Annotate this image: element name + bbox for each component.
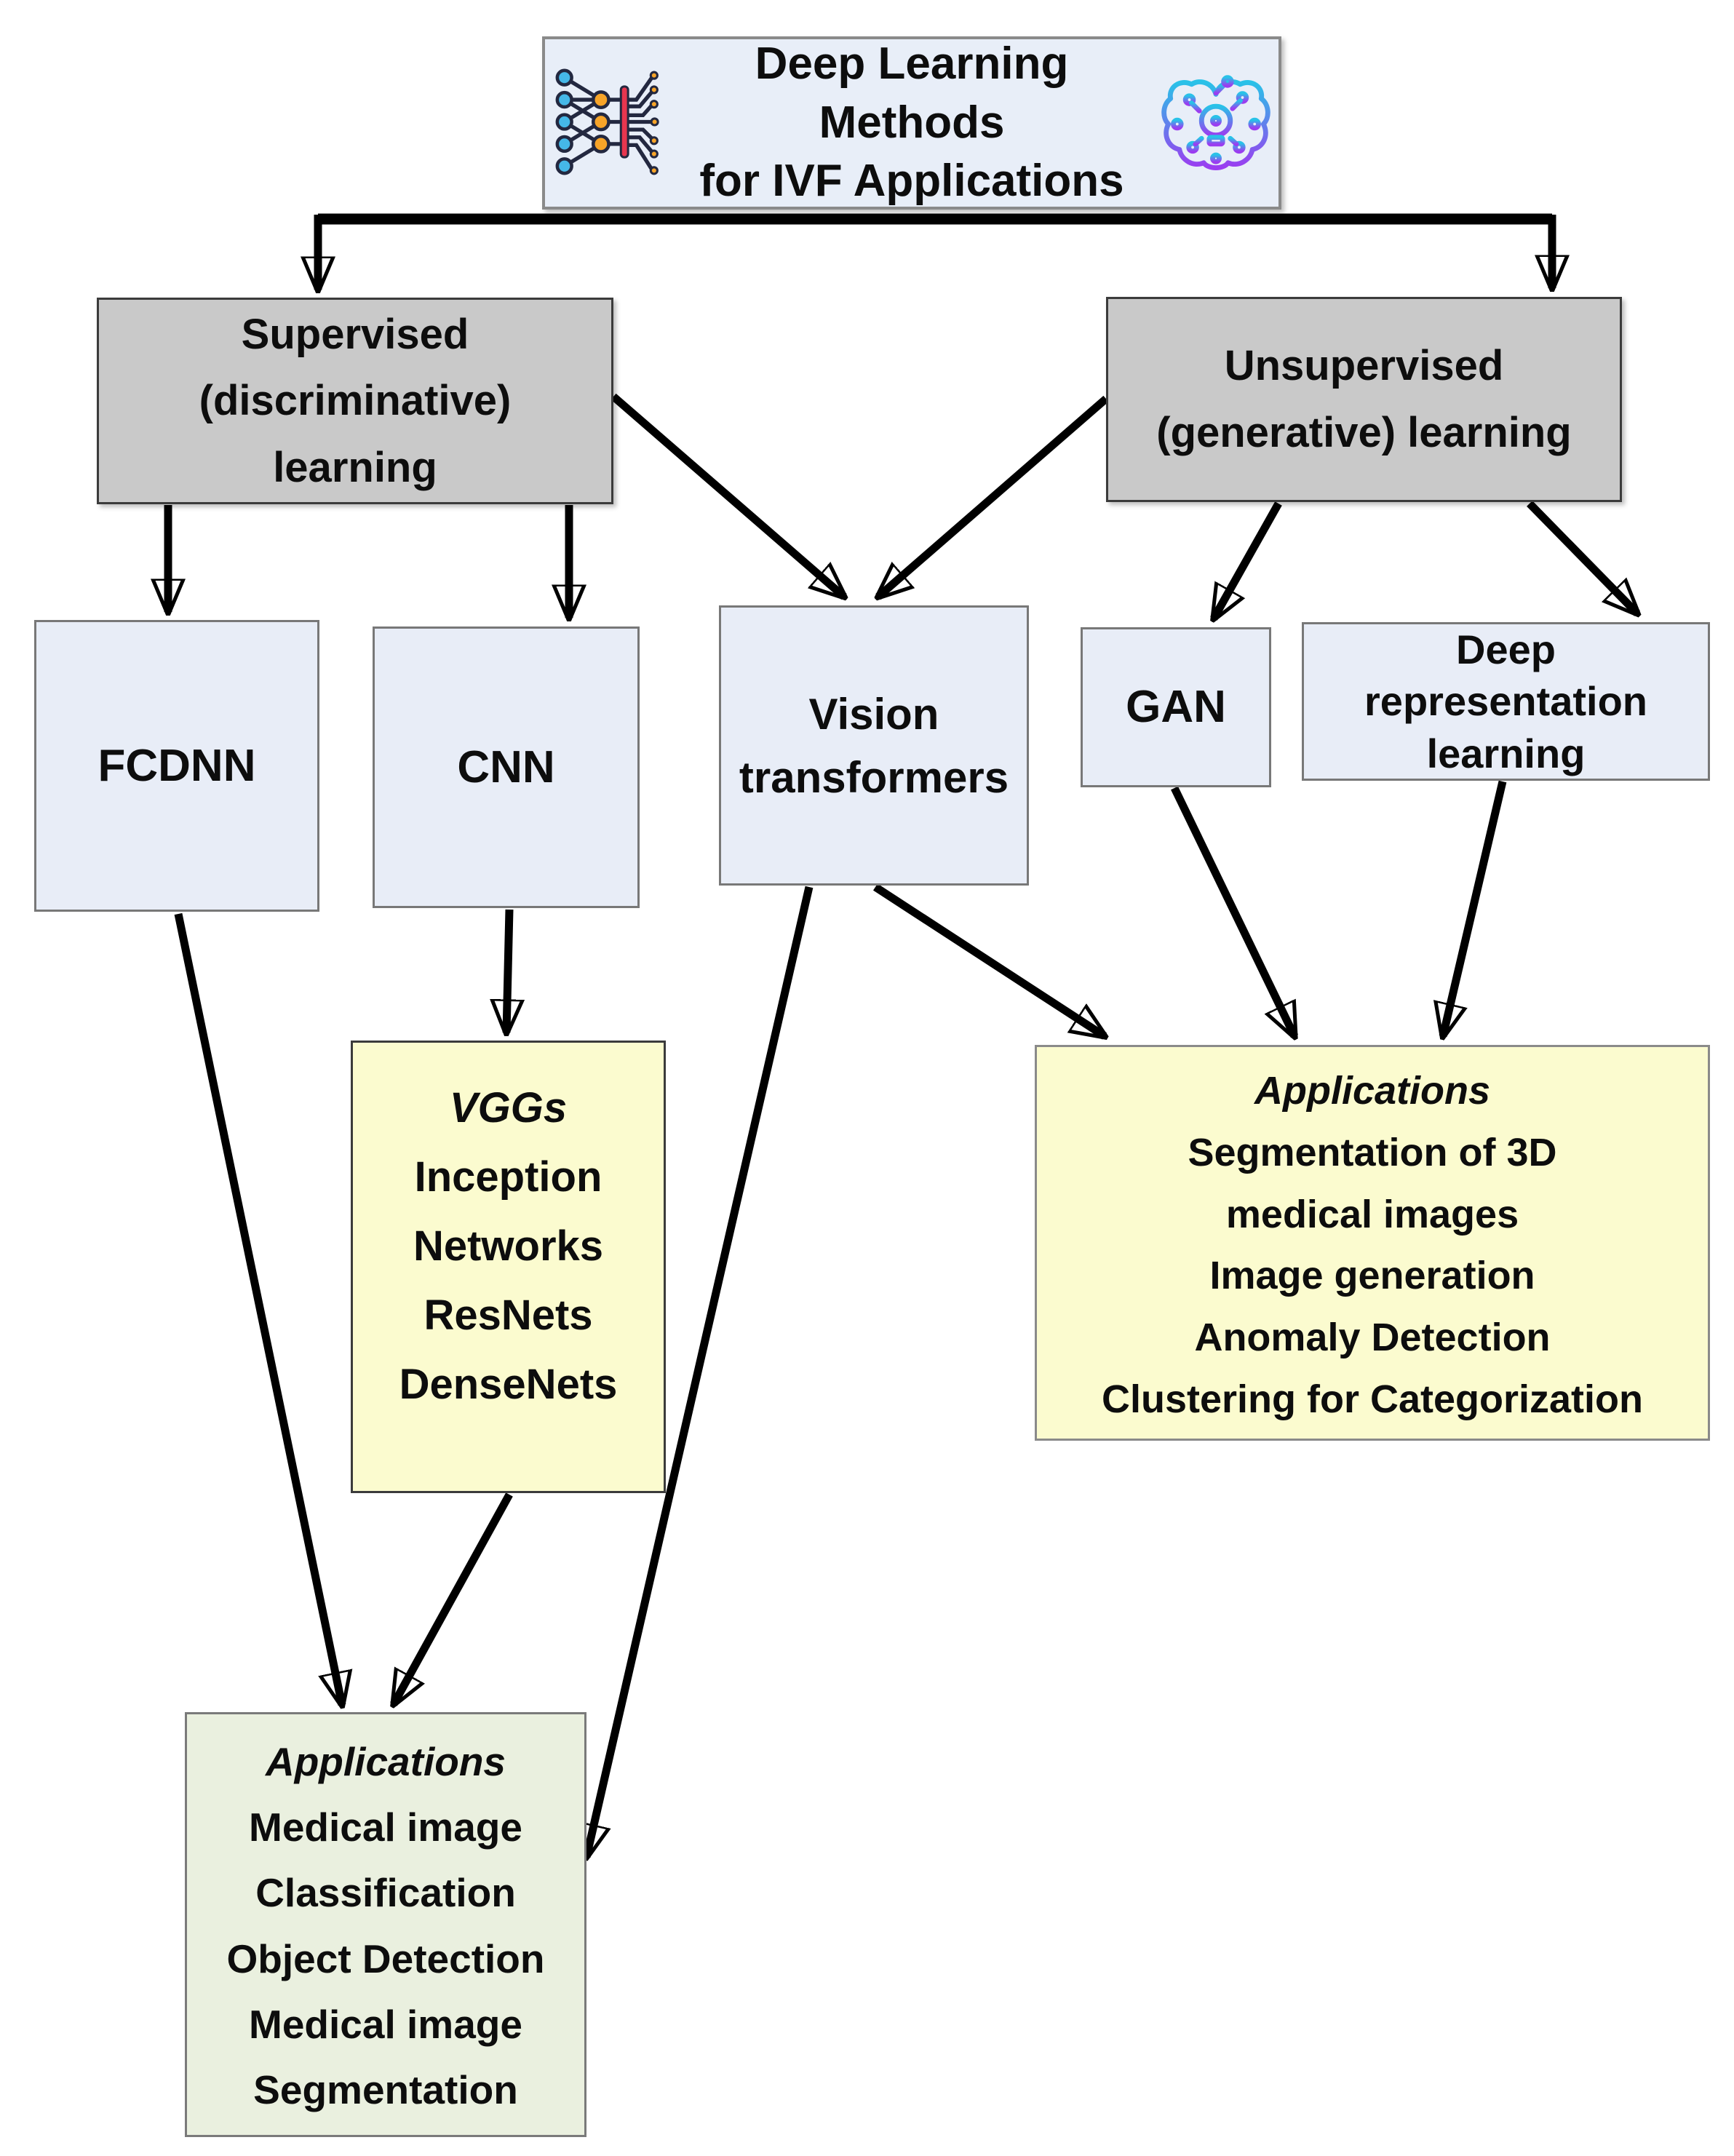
gan-label: GAN: [1126, 682, 1226, 733]
node-cnn-architectures: VGGs Inception Networks ResNets DenseNet…: [351, 1041, 666, 1493]
generative-applications-item: medical images: [1225, 1192, 1519, 1236]
arrow-architectures-to-green-applications: [394, 1492, 513, 1704]
discriminative-applications-item: Classification: [255, 1870, 516, 1916]
node-fcdnn: FCDNN: [34, 620, 319, 912]
title-line-1: Deep Learning Methods: [755, 39, 1069, 148]
arrow-fcdnn-to-green-applications: [174, 912, 342, 1705]
arrow-unsupervised-to-vision-transformers: [878, 395, 1109, 597]
fcdnn-label: FCDNN: [98, 740, 256, 791]
deep-representation-line-1: Deep: [1456, 626, 1556, 673]
generative-applications-item: Anomaly Detection: [1194, 1316, 1551, 1360]
node-gan: GAN: [1081, 627, 1271, 787]
node-discriminative-applications: Applications Medical image Classificatio…: [185, 1712, 586, 2137]
deep-representation-line-3: learning: [1426, 730, 1586, 776]
arrow-deep-representation-to-yellow-applications: [1443, 780, 1507, 1036]
generative-applications-item: Segmentation of 3D: [1188, 1130, 1557, 1174]
generative-applications-item: Image generation: [1209, 1254, 1535, 1298]
unsupervised-line-2: (generative) learning: [1156, 409, 1572, 456]
cnn-architectures-item: DenseNets: [399, 1361, 618, 1409]
arrow-vision-transformers-to-green-applications: [586, 886, 814, 1857]
deep-representation-line-2: representation: [1364, 678, 1647, 725]
node-deep-representation-learning: Deep representation learning: [1302, 622, 1710, 781]
cnn-architectures-item: Inception: [414, 1153, 602, 1201]
vision-transformers-line-2: transformers: [739, 752, 1009, 802]
node-vision-transformers: Vision transformers: [719, 605, 1029, 886]
supervised-line-3: learning: [273, 443, 437, 491]
title-line-2: for IVF Applications: [699, 156, 1124, 207]
node-generative-applications: Applications Segmentation of 3D medical …: [1035, 1045, 1710, 1441]
arrow-supervised-to-vision-transformers: [611, 393, 844, 597]
cnn-architectures-item: Networks: [413, 1222, 604, 1270]
neural-network-icon: [555, 68, 659, 175]
discriminative-applications-item: Segmentation: [253, 2067, 518, 2112]
discriminative-applications-item: Object Detection: [226, 1936, 545, 1981]
vision-transformers-line-1: Vision: [808, 689, 939, 739]
node-cnn: CNN: [373, 626, 640, 908]
supervised-line-1: Supervised: [241, 310, 469, 358]
discriminative-applications-item: Medical image: [249, 1805, 522, 1850]
discriminative-applications-item: Medical image: [249, 2001, 522, 2047]
cnn-architectures-header: VGGs: [449, 1084, 568, 1131]
discriminative-applications-header: Applications: [265, 1739, 506, 1784]
arrow-gan-to-yellow-applications: [1171, 786, 1294, 1036]
page-title: Deep Learning Methods for IVF Applicatio…: [667, 35, 1156, 211]
node-title: Deep Learning Methods for IVF Applicatio…: [542, 36, 1281, 210]
node-unsupervised-learning: Unsupervised (generative) learning: [1106, 297, 1622, 502]
arrow-unsupervised-to-deep-representation: [1527, 501, 1637, 613]
unsupervised-line-1: Unsupervised: [1224, 342, 1504, 390]
generative-applications-item: Clustering for Categorization: [1101, 1377, 1644, 1421]
node-supervised-learning: Supervised (discriminative) learning: [97, 298, 613, 504]
brain-circuit-icon: [1161, 75, 1270, 170]
arrow-unsupervised-to-gan: [1214, 501, 1282, 618]
arrow-cnn-to-architectures: [506, 909, 509, 1033]
cnn-architectures-item: ResNets: [423, 1292, 593, 1340]
generative-applications-header: Applications: [1254, 1069, 1491, 1113]
supervised-line-2: (discriminative): [199, 377, 512, 425]
arrow-vision-transformers-to-yellow-applications: [872, 883, 1105, 1036]
cnn-label: CNN: [457, 741, 555, 792]
